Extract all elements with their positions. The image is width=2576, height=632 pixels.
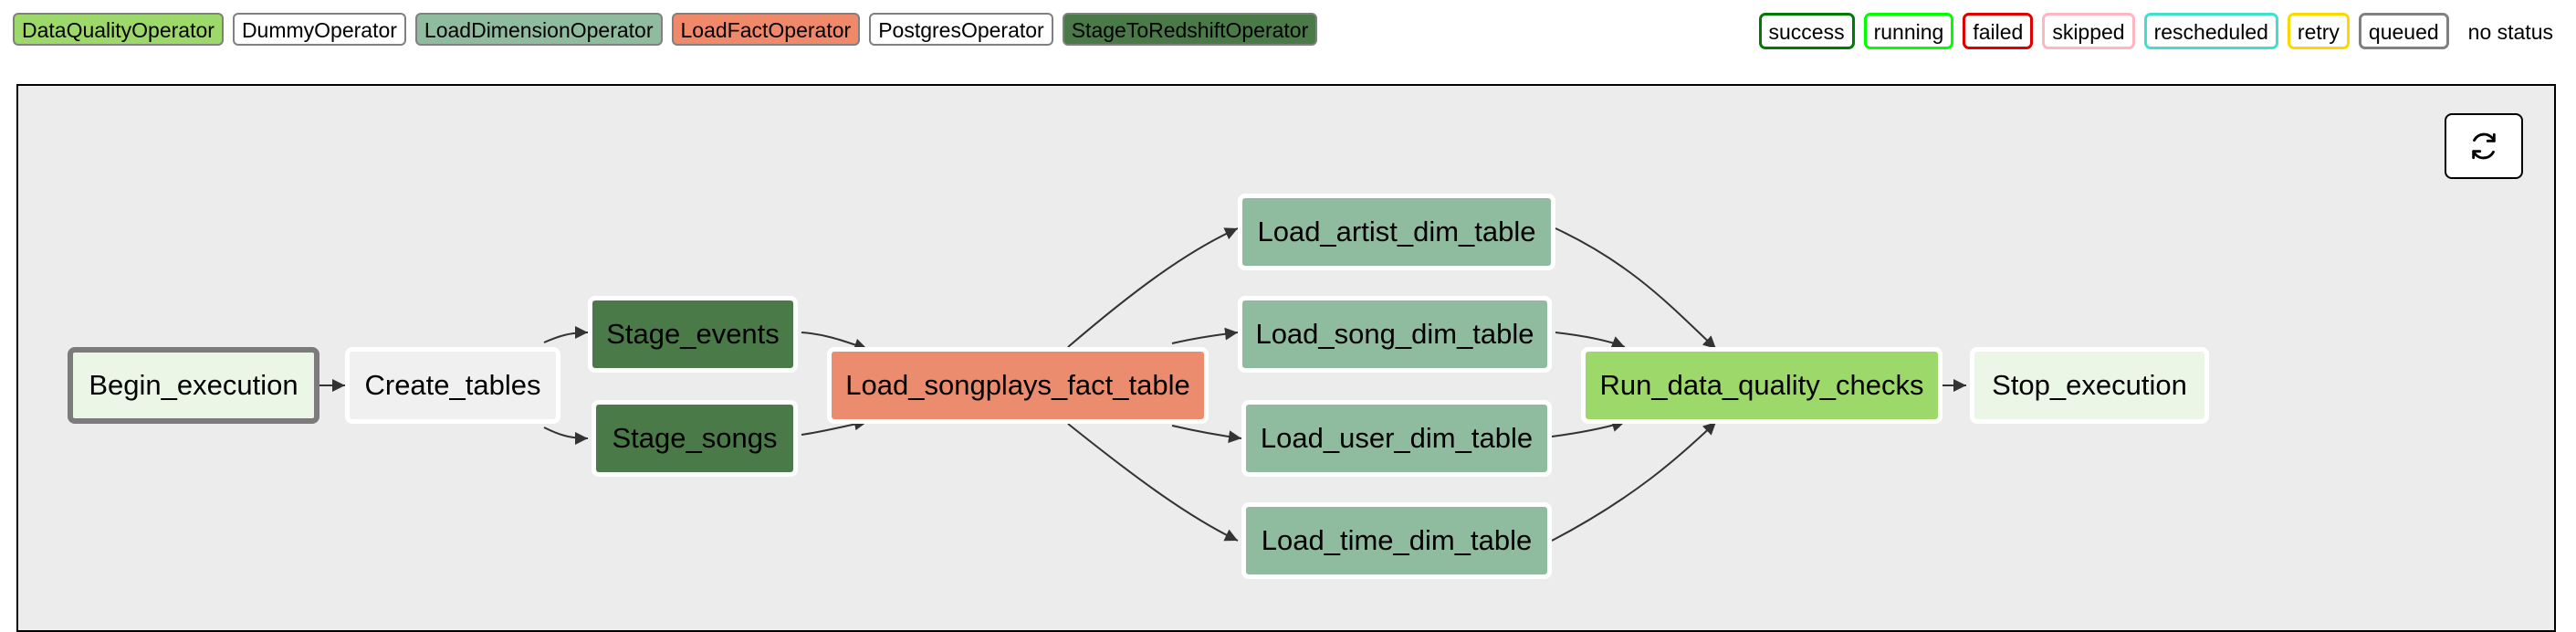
task-load-song-dim-table[interactable]: Load_song_dim_table xyxy=(1238,296,1552,373)
task-stage-events[interactable]: Stage_events xyxy=(588,296,798,373)
refresh-icon xyxy=(2472,132,2496,160)
legend-dummy-operator: DummyOperator xyxy=(232,13,406,46)
legend-state-skipped[interactable]: skipped xyxy=(2042,13,2135,49)
task-begin-execution[interactable]: Begin_execution xyxy=(68,347,319,424)
task-load-user-dim-table[interactable]: Load_user_dim_table xyxy=(1241,400,1552,477)
legend-load-dimension-operator: LoadDimensionOperator xyxy=(414,13,663,46)
legend-load-fact-operator: LoadFactOperator xyxy=(671,13,861,46)
legend-state-failed[interactable]: failed xyxy=(1963,13,2034,49)
legend-state-no-status[interactable]: no status xyxy=(2457,13,2563,49)
legend-stage-to-redshift-operator: StageToRedshiftOperator xyxy=(1062,13,1318,46)
task-load-artist-dim-table[interactable]: Load_artist_dim_table xyxy=(1238,194,1555,270)
legend-state-success[interactable]: success xyxy=(1758,13,1855,49)
task-load-songplays-fact-table[interactable]: Load_songplays_fact_table xyxy=(827,347,1209,424)
legend-state-retry[interactable]: retry xyxy=(2287,13,2350,49)
task-run-data-quality-checks[interactable]: Run_data_quality_checks xyxy=(1581,347,1942,424)
task-load-time-dim-table[interactable]: Load_time_dim_table xyxy=(1241,502,1552,579)
legend-state-running[interactable]: running xyxy=(1863,13,1954,49)
legend-postgres-operator: PostgresOperator xyxy=(869,13,1053,46)
legend-data-quality-operator: DataQualityOperator xyxy=(13,13,224,46)
refresh-button[interactable] xyxy=(2445,113,2523,179)
legend-state-rescheduled[interactable]: rescheduled xyxy=(2143,13,2278,49)
task-stage-songs[interactable]: Stage_songs xyxy=(592,400,798,477)
operator-legend: DataQualityOperator DummyOperator LoadDi… xyxy=(13,13,1318,46)
task-create-tables[interactable]: Create_tables xyxy=(345,347,560,424)
legend-state-queued[interactable]: queued xyxy=(2358,13,2449,49)
task-stop-execution[interactable]: Stop_execution xyxy=(1970,347,2209,424)
state-legend: success running failed skipped reschedul… xyxy=(1758,13,2563,49)
